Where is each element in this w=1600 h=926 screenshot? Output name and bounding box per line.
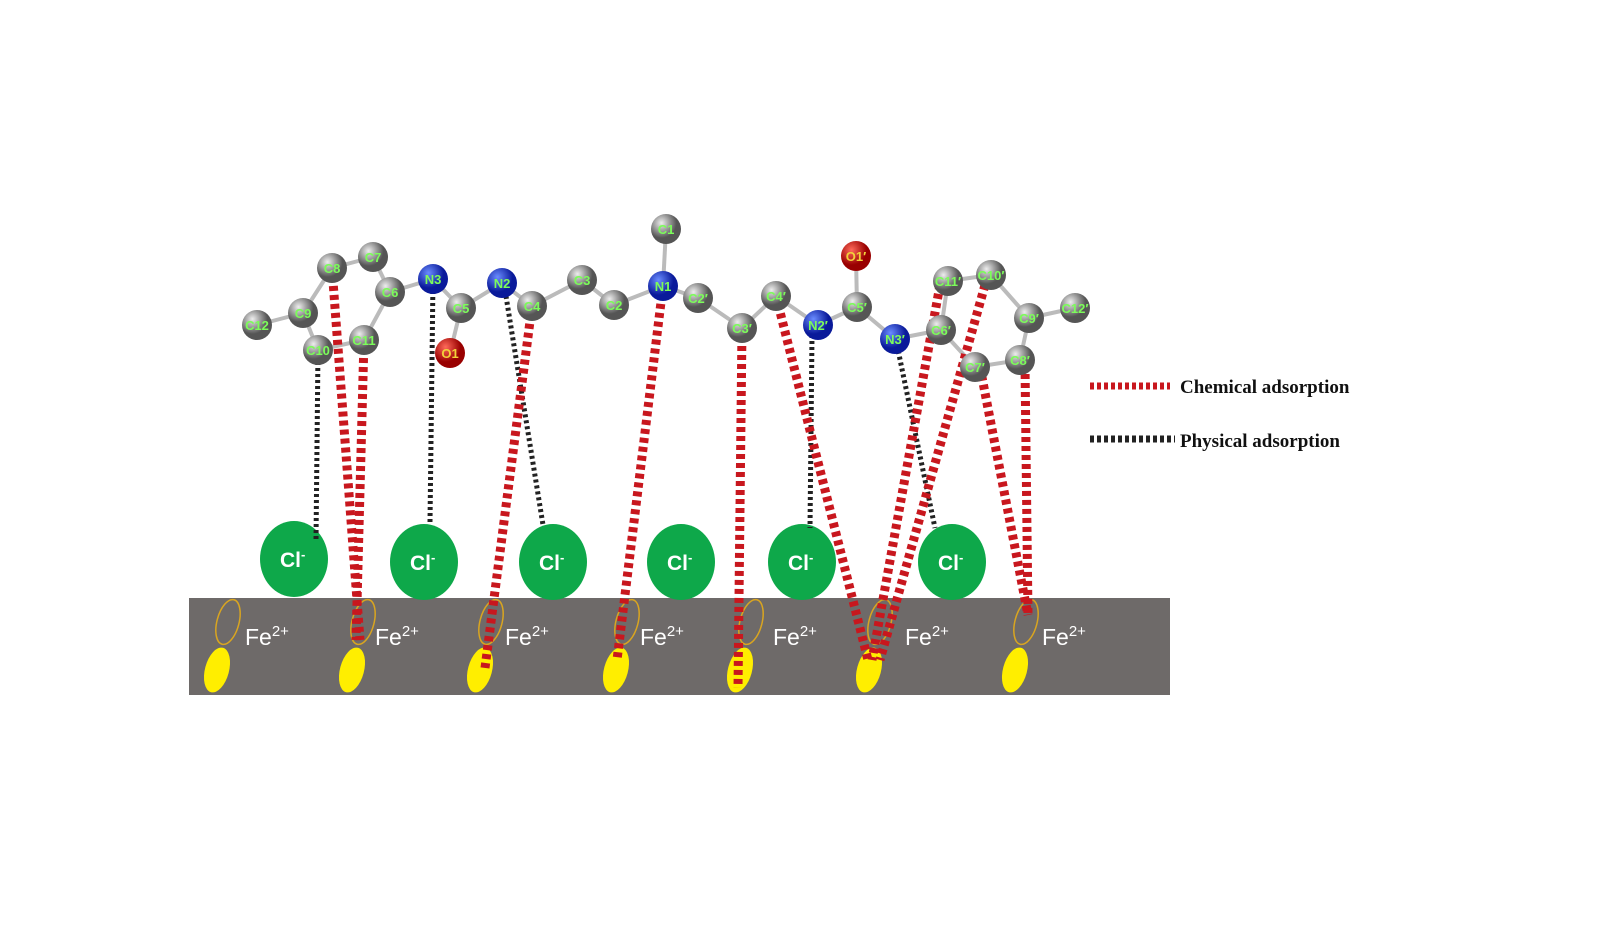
atom-carbon: C3′ (727, 313, 757, 343)
atom-label: C4′ (766, 289, 786, 304)
atom-carbon: C4′ (761, 281, 791, 311)
atom-carbon: C3 (567, 265, 597, 295)
atom-label: N2 (494, 276, 511, 291)
electron-lobe (602, 647, 630, 693)
atom-label: C3′ (732, 321, 752, 336)
physical-adsorption-line (894, 344, 938, 529)
chloride-ion (260, 521, 328, 597)
atom-label: C9 (295, 306, 312, 321)
atom-oxygen: O1 (435, 338, 465, 368)
empty-orbital (478, 598, 504, 646)
atom-label: N3′ (885, 332, 905, 347)
atom-label: C9′ (1019, 311, 1039, 326)
atom-nitrogen: N3′ (880, 324, 910, 354)
atom-carbon: C6 (375, 277, 405, 307)
atom-carbon: C4 (517, 291, 547, 321)
atom-carbon: C12 (242, 310, 272, 340)
fe-ion-label: Fe2+ (905, 623, 949, 650)
chloride-ion (918, 524, 986, 600)
electron-lobe (1001, 647, 1029, 693)
atom-carbon: C11′ (933, 266, 963, 296)
atom-label: C11 (352, 333, 375, 348)
fe-ion-label: Fe2+ (640, 623, 684, 650)
atom-label: C4 (524, 299, 541, 314)
atom-label: C5 (453, 301, 470, 316)
legend-physical-label: Physical adsorption (1180, 431, 1340, 452)
atom-nitrogen: N3 (418, 264, 448, 294)
atom-carbon: C10′ (976, 260, 1006, 290)
chloride-ion (768, 524, 836, 600)
atom-carbon: C5′ (842, 292, 872, 322)
legend-chemical-label: Chemical adsorption (1180, 377, 1350, 398)
physical-adsorption-line (313, 349, 321, 541)
chemical-adsorption-line (867, 284, 945, 661)
physical-adsorption-line (427, 278, 436, 523)
physical-adsorption-line (502, 289, 546, 526)
atom-label: C7′ (965, 360, 985, 375)
atom-label: C6 (382, 285, 399, 300)
atom-carbon: C9′ (1014, 303, 1044, 333)
atom-label: C2 (606, 298, 623, 313)
atom-carbon: C8 (317, 253, 347, 283)
atom-label: N3 (425, 272, 442, 287)
atom-label: C10 (306, 343, 330, 358)
chloride-ion (390, 524, 458, 600)
atom-carbon: C7′ (960, 352, 990, 382)
atom-label: C3 (574, 273, 591, 288)
atom-carbon: C2′ (683, 283, 713, 313)
atom-nitrogen: N2 (487, 268, 517, 298)
chloride-ion (519, 524, 587, 600)
atom-nitrogen: N1 (648, 271, 678, 301)
atom-label: C12′ (1062, 301, 1089, 316)
atom-carbon: C2 (599, 290, 629, 320)
chemical-adsorption-line (480, 305, 537, 669)
atom-carbon: C5 (446, 293, 476, 323)
atom-label: C10′ (978, 268, 1005, 283)
atom-label: C8 (324, 261, 341, 276)
atom-carbon: C10 (303, 335, 333, 365)
atom-carbon: C7 (358, 242, 388, 272)
atom-label: C2′ (688, 291, 708, 306)
atom-label: O1 (441, 346, 458, 361)
atom-carbon: C9 (288, 298, 318, 328)
atom-oxygen: O1′ (841, 241, 871, 271)
atom-label: C7 (365, 250, 382, 265)
atom-label: C8′ (1010, 353, 1030, 368)
chemical-adsorption-line (1020, 364, 1033, 616)
atom-label: C6′ (931, 323, 951, 338)
chemical-adsorption-line (733, 327, 747, 689)
atom-label: N1 (655, 279, 672, 294)
atom-label: C5′ (847, 300, 867, 315)
atom-label: C12 (245, 318, 269, 333)
electron-lobe (203, 647, 231, 693)
chemical-adsorption-line (975, 366, 1033, 616)
legend: Chemical adsorption Physical adsorption (1090, 377, 1350, 452)
atom-label: O1′ (846, 249, 866, 264)
atom-label: N2′ (808, 318, 828, 333)
atom-carbon: C12′ (1060, 293, 1090, 323)
chloride-ion (647, 524, 715, 600)
atom-carbon: C8′ (1005, 345, 1035, 375)
atom-label: C1 (658, 222, 675, 237)
atom-label: C11′ (935, 274, 961, 289)
atom-carbon: C11 (349, 325, 379, 355)
chemical-adsorption-line (875, 283, 990, 662)
atom-carbon: C1 (651, 214, 681, 244)
electron-lobe (338, 647, 366, 693)
atom-carbon: C6′ (926, 315, 956, 345)
chemical-adsorption-line (351, 339, 369, 641)
empty-orbital (215, 598, 241, 646)
atom-nitrogen: N2′ (803, 310, 833, 340)
